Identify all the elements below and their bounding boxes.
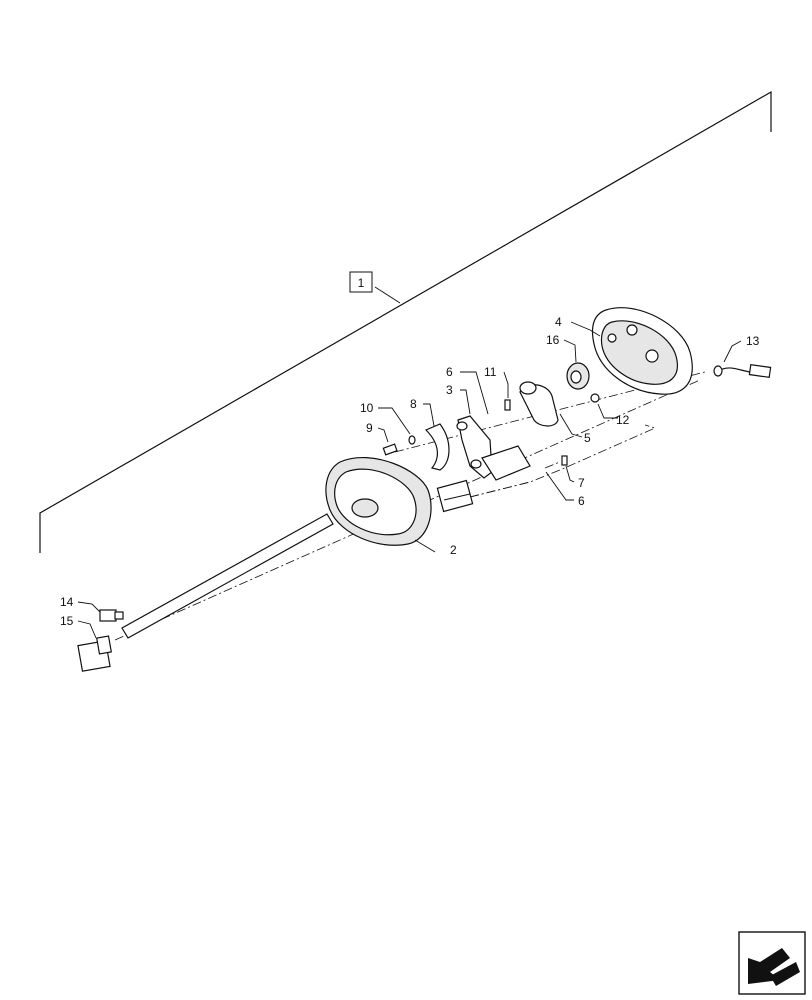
- label-14: 14: [60, 595, 74, 609]
- label-3: 3: [446, 383, 453, 397]
- spacer: [566, 362, 590, 390]
- next-page-arrow-icon[interactable]: [738, 931, 806, 995]
- label-8: 8: [410, 397, 417, 411]
- label-1: 1: [358, 276, 365, 290]
- label-2: 2: [450, 543, 457, 557]
- cam-bracket: [519, 381, 559, 427]
- washer-10: [408, 435, 416, 445]
- housing-rear: [591, 307, 693, 395]
- relay: [436, 479, 474, 513]
- connector-14: [99, 609, 124, 622]
- label-6b: 6: [578, 494, 585, 508]
- connector-15: [77, 635, 112, 672]
- bolt-9: [382, 443, 398, 456]
- mounting-bracket: [456, 415, 531, 481]
- cable: [121, 513, 334, 639]
- label-9: 9: [366, 421, 373, 435]
- callout-labels: 4 16 13 6 11 3 8 10 9 12 5 7 6 2 14 15: [60, 315, 760, 628]
- screw-11: [504, 399, 511, 411]
- label-13: 13: [746, 334, 760, 348]
- label-11: 11: [484, 365, 497, 379]
- label-10: 10: [360, 401, 374, 415]
- label-15: 15: [60, 614, 74, 628]
- screw-7: [561, 455, 568, 466]
- label-5: 5: [584, 431, 591, 445]
- assembly-bracket: [39, 90, 772, 553]
- label-6a: 6: [446, 365, 453, 379]
- housing-front: [325, 457, 436, 553]
- nut-12: [590, 393, 600, 403]
- clamp: [424, 423, 450, 471]
- assembly-label-box: 1: [349, 271, 373, 293]
- label-7: 7: [578, 476, 585, 490]
- pigtail-13: [713, 363, 772, 379]
- label-12: 12: [616, 413, 630, 427]
- label-16: 16: [546, 333, 560, 347]
- leader-lines: [77, 321, 742, 639]
- label-4: 4: [555, 315, 562, 329]
